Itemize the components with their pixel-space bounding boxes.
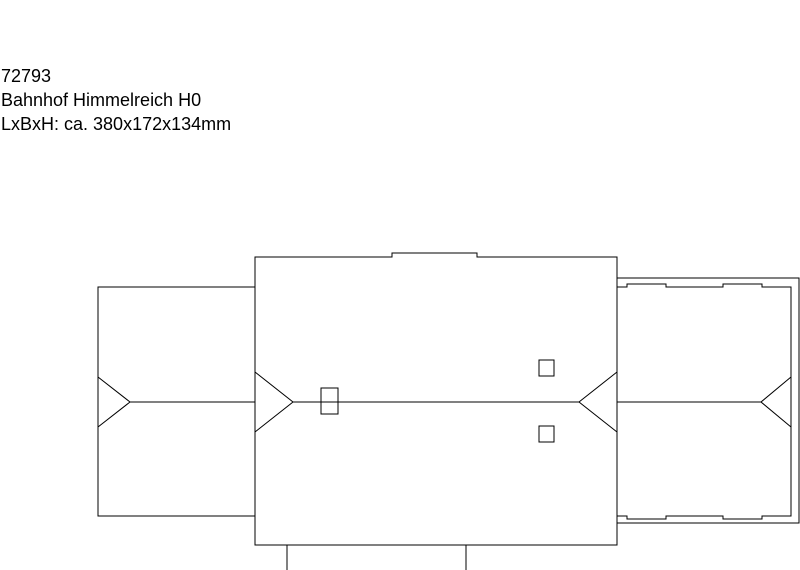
left-annex-outline <box>97 286 255 517</box>
main-building-roof <box>254 252 618 546</box>
right-annex-inner-outline <box>617 283 792 520</box>
article-number: 72793 <box>1 66 52 86</box>
right-annex-roof <box>617 277 800 524</box>
product-name: Bahnhof Himmelreich H0 <box>1 90 202 110</box>
left-annex-roof <box>97 286 255 517</box>
main-roof-hip-left <box>254 371 294 433</box>
right-annex-outer-outline <box>617 277 800 524</box>
ridge-chimney <box>320 387 339 415</box>
roof-chimney-upper <box>538 359 555 377</box>
main-roof-outline <box>254 252 618 546</box>
right-annex-hip <box>760 376 792 428</box>
product-caption: 72793 Bahnhof Himmelreich H0 LxBxH: ca. … <box>1 64 231 136</box>
product-dimensions: LxBxH: ca. 380x172x134mm <box>1 114 232 134</box>
lower-extension-walls <box>286 545 467 570</box>
left-annex-hip <box>97 376 131 428</box>
main-roof-hip-right <box>578 371 618 433</box>
roof-chimney-lower <box>538 425 555 443</box>
